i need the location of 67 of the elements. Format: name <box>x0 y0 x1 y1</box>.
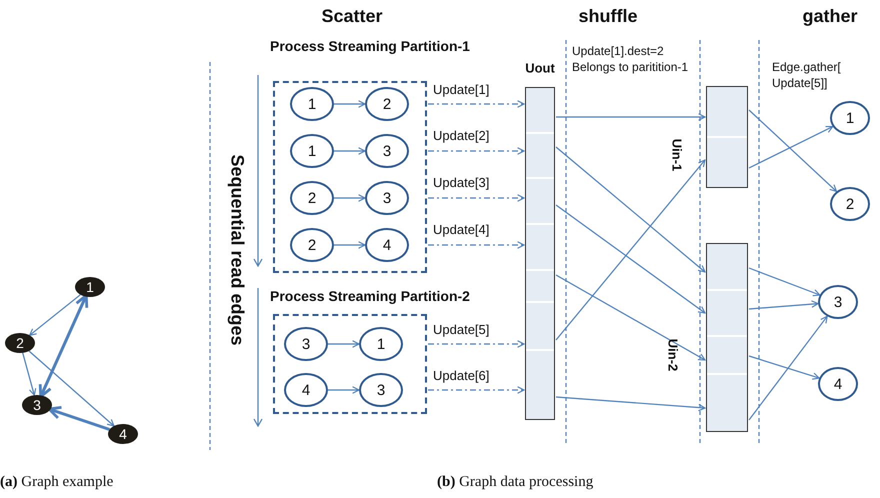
arrow <box>556 146 706 273</box>
partition-heading: Process Streaming Partition-2 <box>270 288 470 304</box>
vertex-circle: 3 <box>284 327 328 361</box>
arrow <box>556 396 706 412</box>
buffer-label: Uin-1 <box>670 138 684 172</box>
vertex-circle: 1 <box>290 134 334 168</box>
vertex-dot: 1 <box>75 277 105 297</box>
subfigure-caption: (b) Graph data processing <box>437 474 594 491</box>
vertex-circle: 3 <box>818 285 858 319</box>
arrow <box>428 386 525 394</box>
arrow <box>748 316 828 420</box>
vertex-circle: 4 <box>284 373 328 407</box>
vertex-dot: 2 <box>5 333 35 353</box>
note-text: Edge.gather[ Update[5]] <box>772 60 842 92</box>
buffer-label: Uin-2 <box>666 338 680 372</box>
arrow <box>748 355 820 380</box>
column-title: shuffle <box>578 6 638 27</box>
partition-heading: Process Streaming Partition-1 <box>270 38 470 54</box>
arrow <box>328 340 360 348</box>
edge-label: Update[4] <box>433 222 490 237</box>
edge-label: Update[1] <box>433 82 490 97</box>
note-text: Update[1].dest=2 Belongs to paritition-1 <box>572 44 690 76</box>
arrow <box>334 147 366 155</box>
subfigure-caption: (a) Graph example <box>0 474 114 491</box>
vertex-circle: 2 <box>830 187 870 221</box>
vertex-circle: 3 <box>365 181 409 215</box>
arrow <box>28 350 115 427</box>
vertex-circle: 3 <box>359 373 403 407</box>
edge-label: Update[2] <box>433 128 490 143</box>
vertex-circle: 1 <box>290 87 334 121</box>
edge-label: Update[6] <box>433 368 490 383</box>
vertex-circle: 4 <box>818 367 858 401</box>
buffer-label: Uout <box>525 60 555 76</box>
vertex-dot: 4 <box>108 424 138 444</box>
arrow <box>428 147 525 155</box>
edge-label: Update[3] <box>433 175 490 190</box>
axis-label: Sequential read edges <box>226 154 248 346</box>
vertex-circle: 3 <box>365 134 409 168</box>
arrow <box>556 274 706 361</box>
arrow <box>748 267 820 296</box>
arrow <box>428 194 525 202</box>
column-title: Scatter <box>321 6 383 27</box>
vertex-circle: 1 <box>359 327 403 361</box>
arrow <box>48 406 110 431</box>
arrow <box>556 204 706 314</box>
vertex-circle: 1 <box>830 101 870 135</box>
arrow <box>334 241 366 249</box>
arrow <box>748 300 819 310</box>
column-title: gather <box>802 6 858 27</box>
arrow <box>334 194 366 202</box>
arrow <box>328 386 360 394</box>
arrow <box>556 159 706 340</box>
arrow <box>556 113 706 121</box>
edge-label: Update[5] <box>433 322 490 337</box>
arrow <box>428 100 525 108</box>
vertex-dot: 3 <box>22 395 52 415</box>
vertex-circle: 2 <box>365 87 409 121</box>
vertex-circle: 2 <box>290 181 334 215</box>
arrow <box>428 241 525 249</box>
arrow <box>428 340 525 348</box>
arrow <box>334 100 366 108</box>
vertex-circle: 2 <box>290 228 334 262</box>
vertex-circle: 4 <box>365 228 409 262</box>
arrow <box>748 126 834 169</box>
arrow <box>22 352 36 396</box>
arrow <box>29 294 81 336</box>
arrow <box>748 110 838 192</box>
